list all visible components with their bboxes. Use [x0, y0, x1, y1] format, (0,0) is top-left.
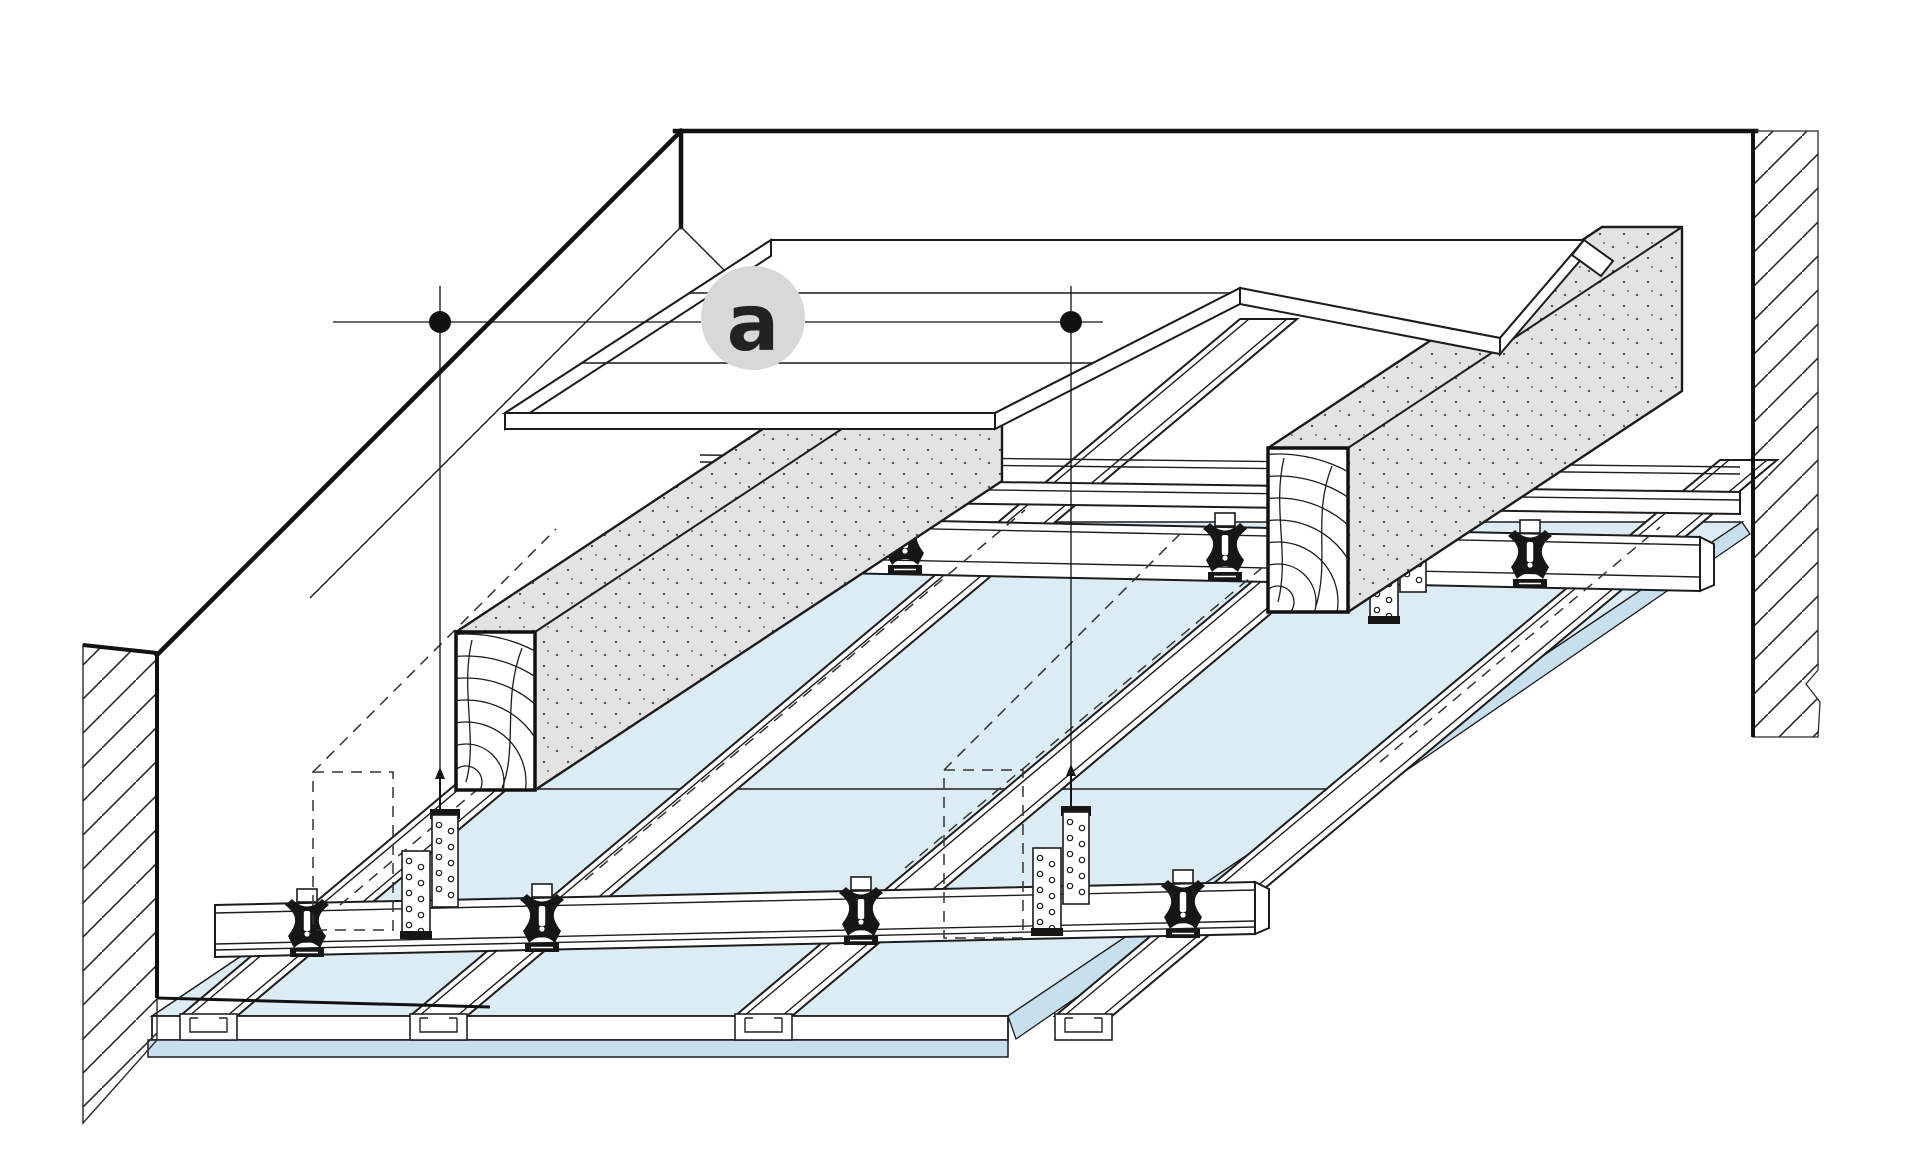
- room-corner-edge: [153, 127, 685, 659]
- channel-cross-section: [409, 1013, 468, 1041]
- axis-marker-dot: [429, 311, 451, 333]
- channel-cross-section: [1054, 1013, 1113, 1041]
- upper-board-front-edge: [151, 1015, 1009, 1041]
- badge-label: a: [727, 279, 780, 369]
- right-wall: [1751, 130, 1821, 738]
- plank-front-edge: [504, 412, 996, 430]
- inner-corner-line: [309, 226, 682, 599]
- channel-cross-section: [734, 1013, 793, 1041]
- section-axes: [333, 286, 1103, 805]
- plank-tip: [1570, 238, 1615, 278]
- wood-joists: [454, 225, 1684, 792]
- axis-marker-dot: [1060, 311, 1082, 333]
- growth-rings: [1268, 453, 1348, 612]
- detail-badge: a: [701, 266, 805, 370]
- badge-circle: [701, 266, 805, 370]
- runner-end-cap: [1699, 535, 1715, 593]
- wood-joist-left: [454, 321, 1004, 792]
- runner-end-cap: [1254, 880, 1270, 936]
- channel-cross-section: [179, 1013, 238, 1041]
- lower-board-front-edge: [147, 1039, 1009, 1058]
- wood-joist-right: [1266, 225, 1684, 614]
- wall-base-line: [156, 996, 491, 1009]
- right-wall-section: [1752, 130, 1821, 738]
- left-wall: [82, 643, 491, 1125]
- growth-rings: [456, 633, 535, 790]
- back-wall: [153, 127, 1759, 659]
- hidden-joist-box: [312, 771, 394, 931]
- inner-corner-line: [680, 226, 726, 272]
- left-wall-section: [82, 644, 158, 1125]
- hidden-joist-box: [943, 769, 1024, 939]
